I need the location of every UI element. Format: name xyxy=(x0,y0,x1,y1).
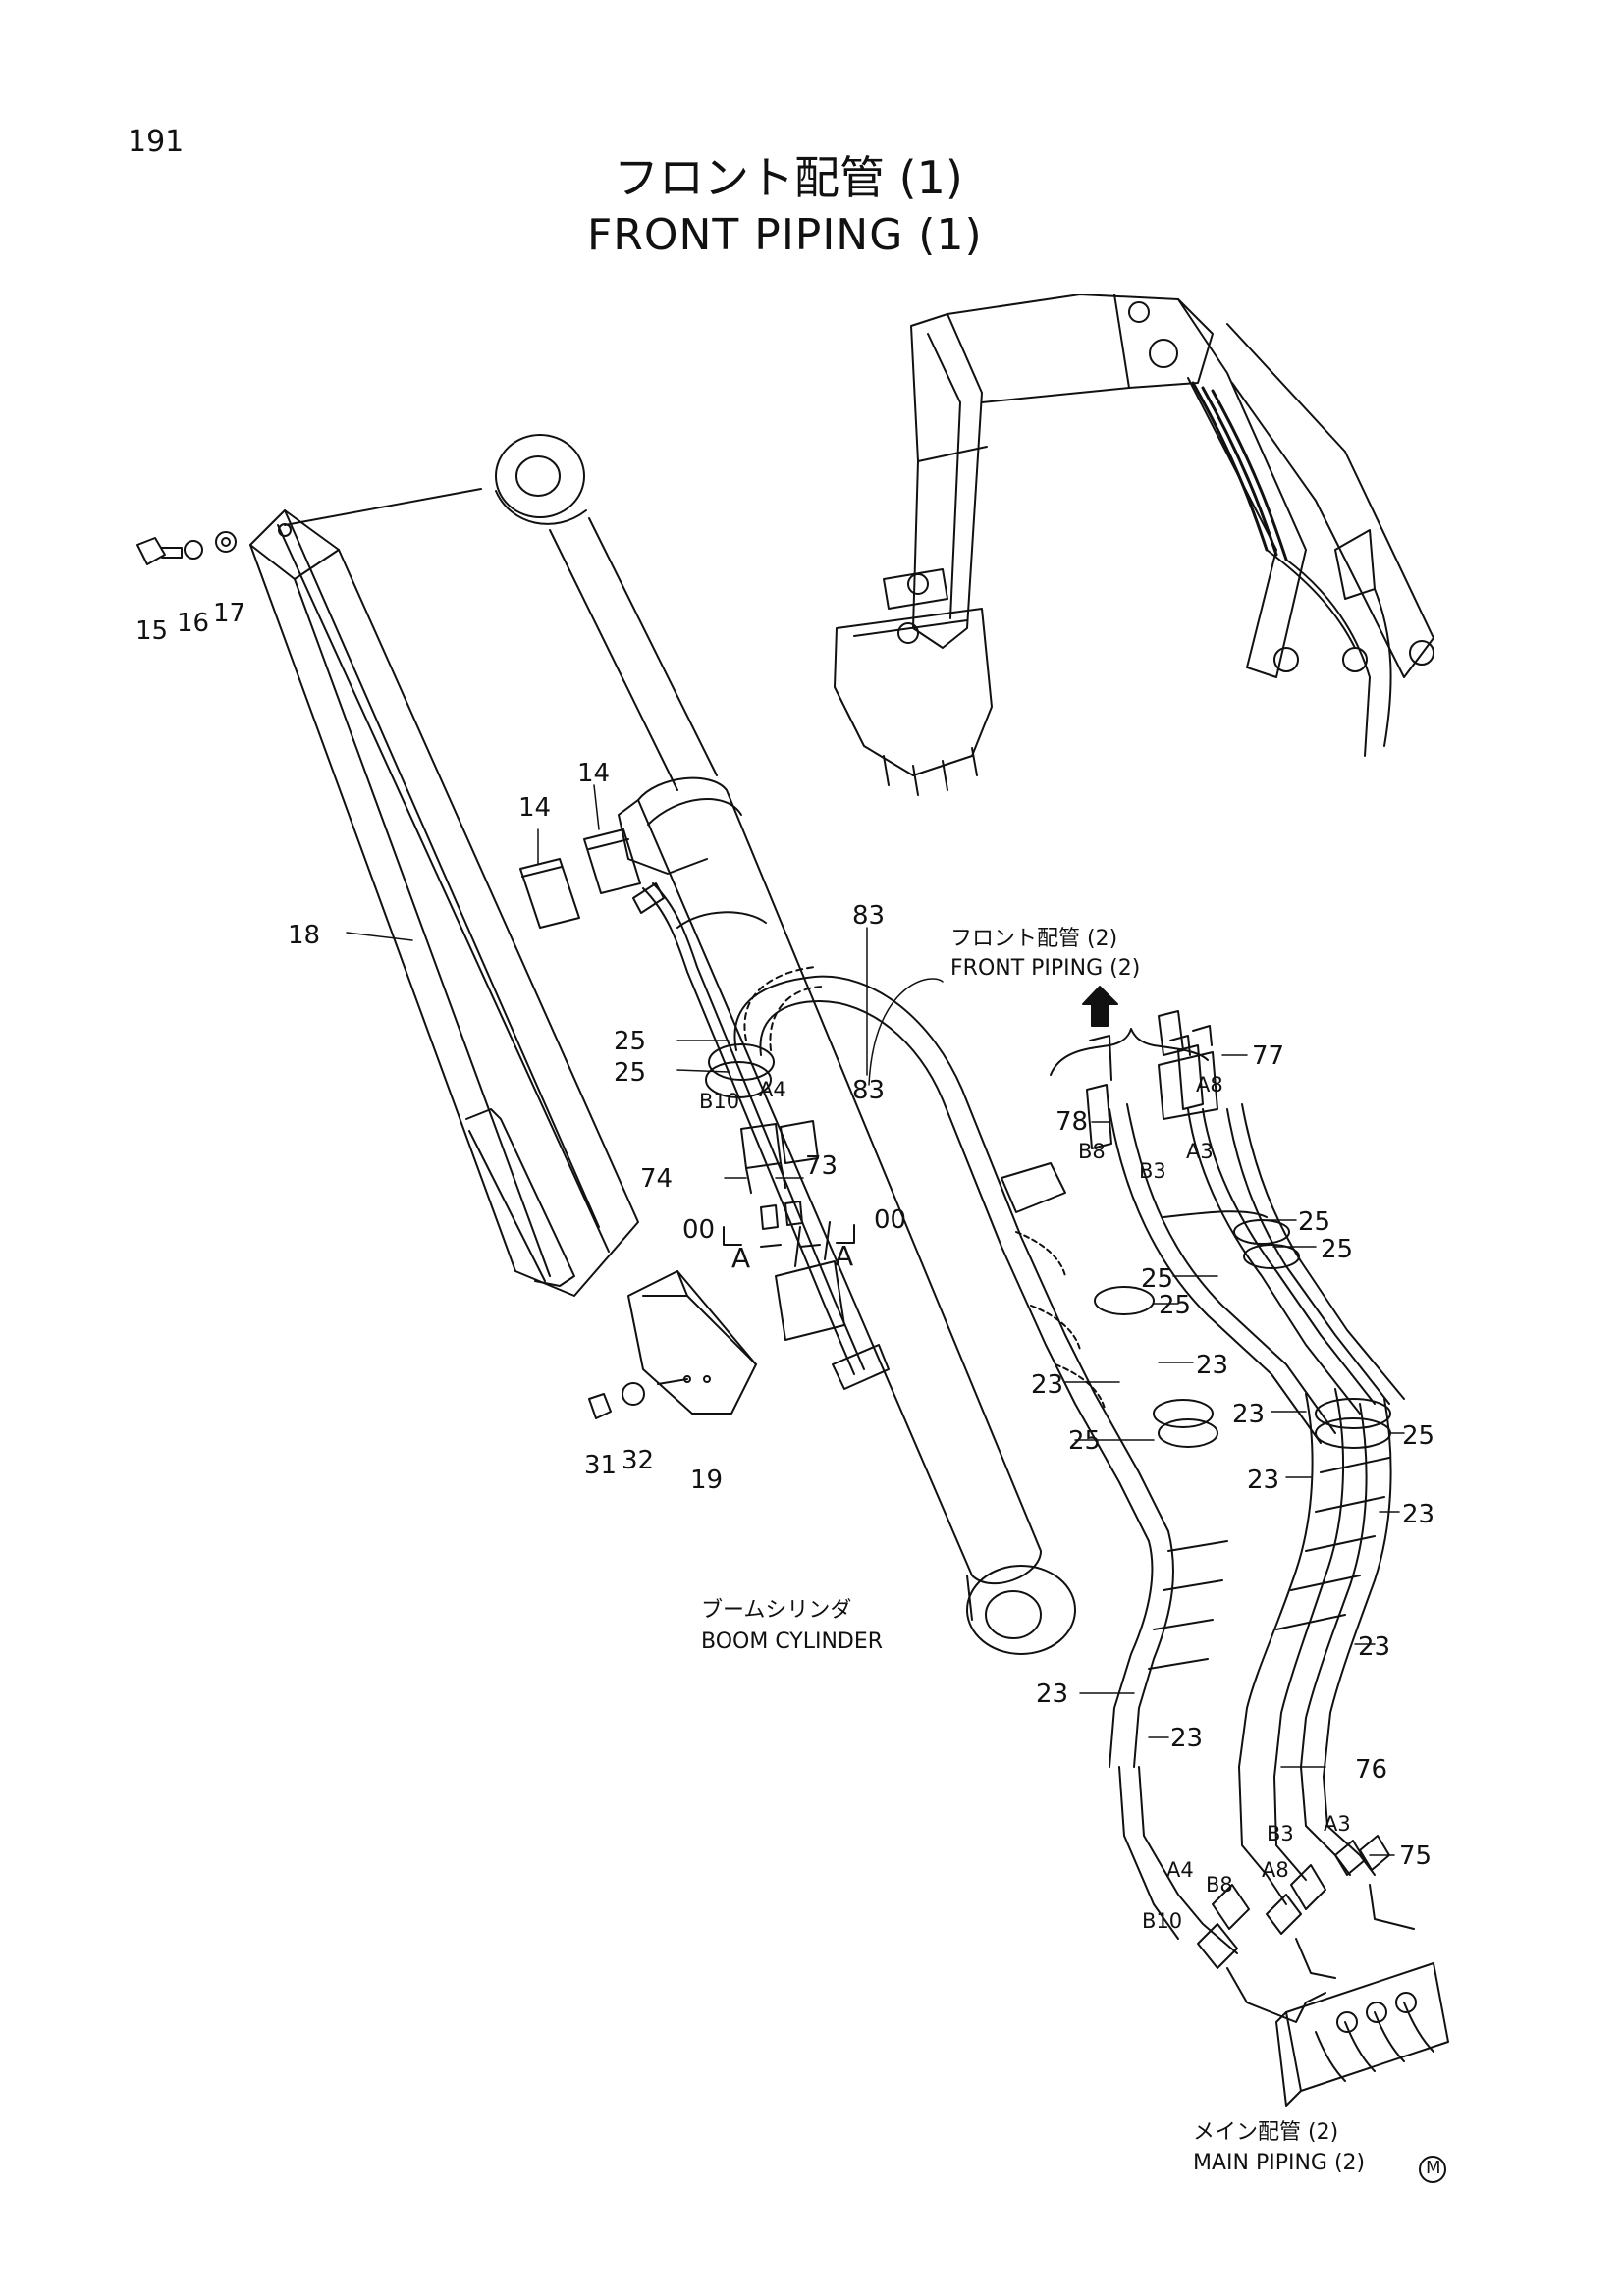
ref-front-piping-2-en[interactable]: FRONT PIPING (2) xyxy=(950,956,1141,981)
callout-23-c: 23 xyxy=(1232,1400,1266,1429)
page-number: 191 xyxy=(128,125,185,159)
callout-25-b: 25 xyxy=(614,1058,647,1088)
callout-78: 78 xyxy=(1055,1107,1089,1137)
callout-23-d: 23 xyxy=(1247,1466,1280,1495)
excavator-front-overview xyxy=(834,294,1434,796)
m-mark-letter: M xyxy=(1426,2158,1441,2178)
callout-19: 19 xyxy=(690,1466,724,1495)
callout-23-g: 23 xyxy=(1036,1680,1069,1709)
port-b10-top: B10 xyxy=(699,1090,740,1113)
callout-83-bottom: 83 xyxy=(852,1076,886,1105)
section-mark-a-right: A xyxy=(835,1240,854,1272)
callout-74: 74 xyxy=(640,1164,674,1194)
callout-23-h: 23 xyxy=(1170,1724,1204,1753)
callout-32: 32 xyxy=(622,1446,655,1475)
callout-14-left: 14 xyxy=(518,793,552,823)
port-a4-bottom: A4 xyxy=(1166,1858,1194,1882)
leader-lines xyxy=(346,784,1405,1856)
bolt-washer-group-top xyxy=(136,531,237,565)
callout-16: 16 xyxy=(177,609,210,638)
callout-00-right: 00 xyxy=(874,1205,907,1235)
callout-23-b: 23 xyxy=(1031,1370,1064,1400)
port-b8-bottom: B8 xyxy=(1206,1873,1233,1896)
boom-cylinder xyxy=(495,434,1076,1655)
ref-boom-cylinder-en: BOOM CYLINDER xyxy=(701,1629,884,1654)
ref-front-piping-2-jp[interactable]: フロント配管 (2) xyxy=(950,927,1118,951)
callout-23-a: 23 xyxy=(1196,1351,1229,1380)
port-a3-top: A3 xyxy=(1186,1140,1214,1163)
ref-boom-cylinder-jp: ブームシリンダ xyxy=(701,1598,852,1623)
callout-15: 15 xyxy=(135,616,169,646)
callout-25-f: 25 xyxy=(1159,1291,1192,1320)
callout-17: 17 xyxy=(213,599,246,628)
callout-73: 73 xyxy=(805,1151,839,1181)
ref-main-piping-2-en[interactable]: MAIN PIPING (2) xyxy=(1193,2151,1366,2175)
port-a4-top: A4 xyxy=(759,1078,786,1101)
page-title-jp: フロント配管 (1) xyxy=(614,151,963,204)
port-a8-bottom: A8 xyxy=(1262,1858,1289,1882)
callout-76: 76 xyxy=(1355,1755,1388,1785)
page-title-en: FRONT PIPING (1) xyxy=(587,210,983,260)
m-mark-circle xyxy=(1419,2156,1446,2183)
hose-guard-83 xyxy=(705,966,1218,1768)
callout-18: 18 xyxy=(288,921,321,950)
callout-25-g: 25 xyxy=(1402,1421,1435,1451)
callout-25-c: 25 xyxy=(1298,1207,1331,1237)
port-a3-bottom: A3 xyxy=(1324,1812,1351,1836)
cover-18 xyxy=(249,488,639,1297)
callout-25-d: 25 xyxy=(1321,1235,1354,1264)
port-b3-bottom: B3 xyxy=(1267,1822,1294,1845)
callout-23-f: 23 xyxy=(1358,1632,1391,1662)
arrow-to-front-piping-2 xyxy=(1050,986,1209,1076)
hose-bundle xyxy=(1086,1010,1449,2107)
port-b8-top: B8 xyxy=(1078,1140,1106,1163)
callout-23-e: 23 xyxy=(1402,1500,1435,1529)
fittings-73-74 xyxy=(723,1120,855,1248)
port-b10-bottom: B10 xyxy=(1142,1909,1183,1933)
section-mark-a-left: A xyxy=(731,1242,751,1274)
port-b3-top: B3 xyxy=(1139,1159,1166,1183)
ref-main-piping-2-jp[interactable]: メイン配管 (2) xyxy=(1193,2120,1339,2145)
port-a8-top: A8 xyxy=(1196,1073,1223,1096)
clamp-block-19 xyxy=(588,1221,845,1419)
callout-31: 31 xyxy=(584,1451,618,1480)
callout-25-a: 25 xyxy=(614,1027,647,1056)
callout-77: 77 xyxy=(1252,1041,1285,1071)
callout-83-top: 83 xyxy=(852,901,886,931)
callout-00-left: 00 xyxy=(682,1215,716,1245)
callout-25-h: 25 xyxy=(1068,1426,1102,1456)
callout-75: 75 xyxy=(1399,1842,1433,1871)
spacer-14 xyxy=(519,828,641,929)
callout-14-right: 14 xyxy=(577,759,611,788)
callout-25-e: 25 xyxy=(1141,1264,1174,1294)
